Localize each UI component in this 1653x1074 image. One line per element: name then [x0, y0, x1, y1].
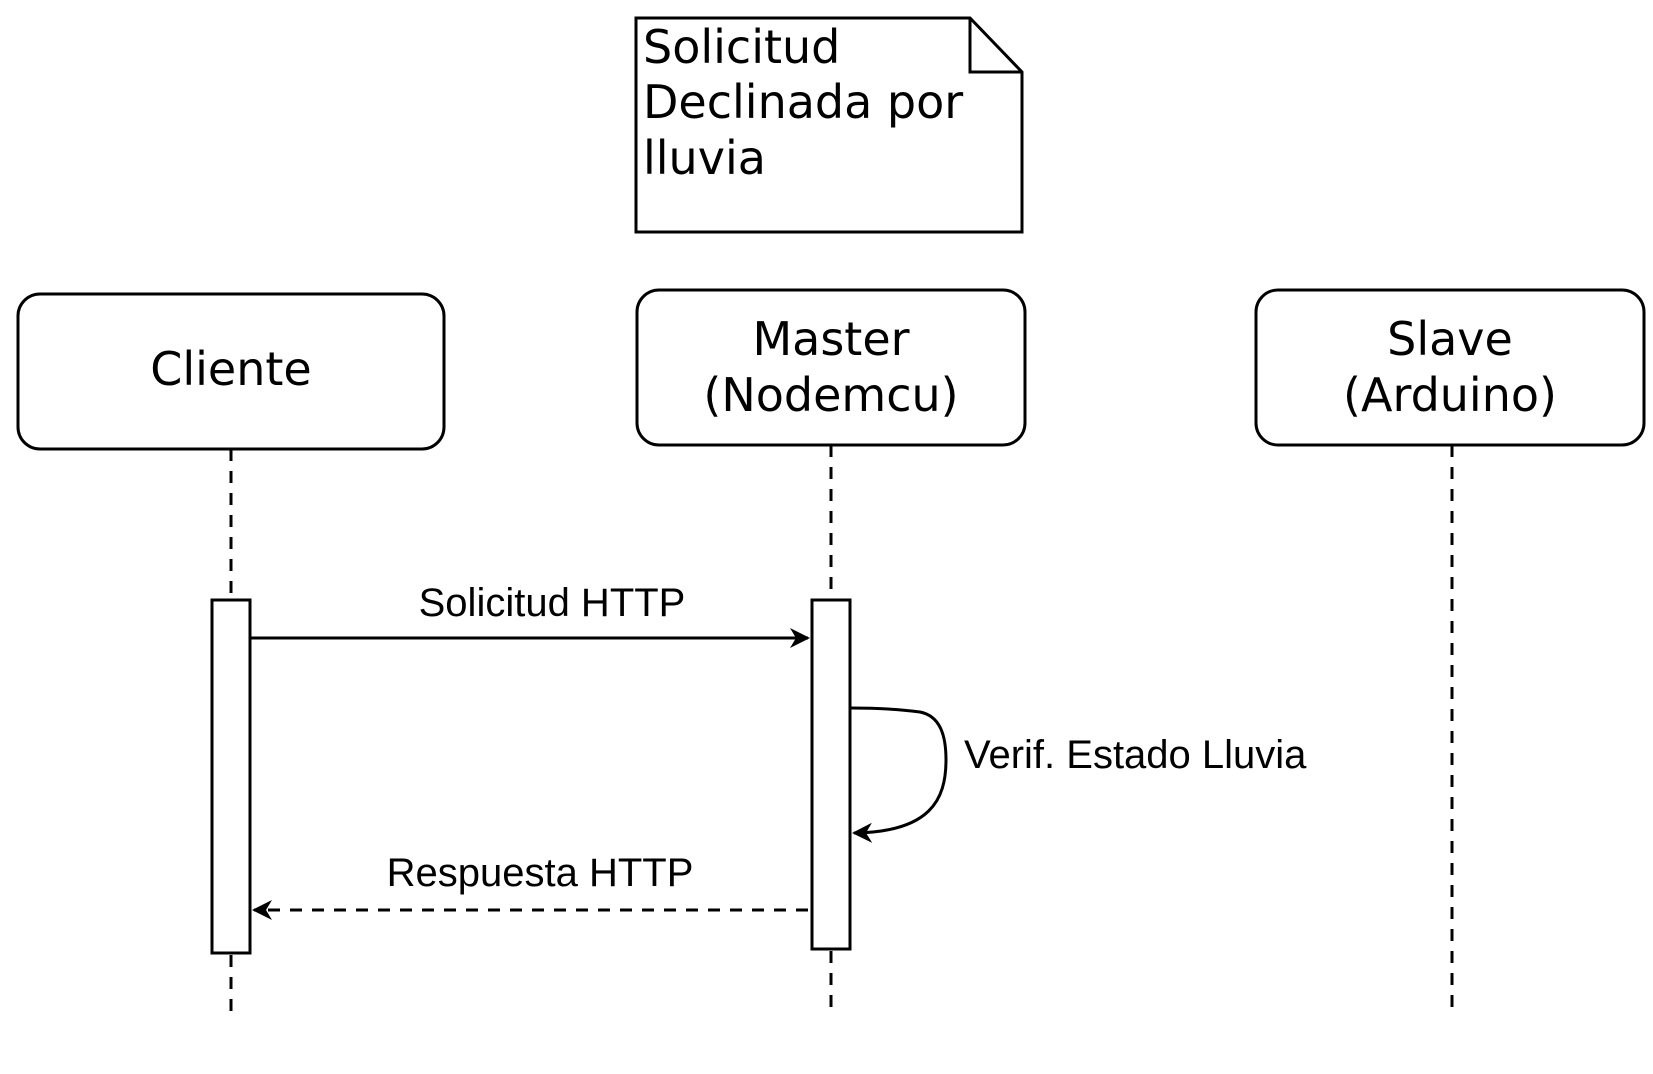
participant-label-cliente: Cliente: [150, 342, 311, 396]
label-self-check: Verif. Estado Lluvia: [964, 733, 1307, 777]
arrow-self-check: [849, 706, 948, 843]
participant-label-master-line-1: Master: [752, 312, 909, 366]
note-fold: [968, 18, 1022, 74]
note: Solicitud Declinada por lluvia: [634, 16, 1024, 234]
participant-master: Master (Nodemcu): [635, 288, 1027, 447]
participant-box-slave: [1254, 288, 1646, 447]
participant-cliente: Cliente: [16, 292, 446, 451]
activation-master: [810, 598, 852, 951]
participant-label-master-line-2: (Nodemcu): [703, 368, 958, 422]
participant-slave: Slave (Arduino): [1254, 288, 1646, 447]
note-line-3: lluvia: [643, 131, 766, 185]
participant-label-slave-line-2: (Arduino): [1343, 368, 1557, 422]
note-shape: [634, 16, 1024, 234]
note-line-2: Declinada por: [643, 75, 963, 129]
note-line-1: Solicitud: [643, 20, 840, 74]
activation-cliente: [210, 598, 252, 955]
participant-label-slave-line-1: Slave: [1387, 312, 1513, 366]
label-request: Solicitud HTTP: [419, 581, 686, 625]
label-response: Respuesta HTTP: [387, 851, 694, 895]
